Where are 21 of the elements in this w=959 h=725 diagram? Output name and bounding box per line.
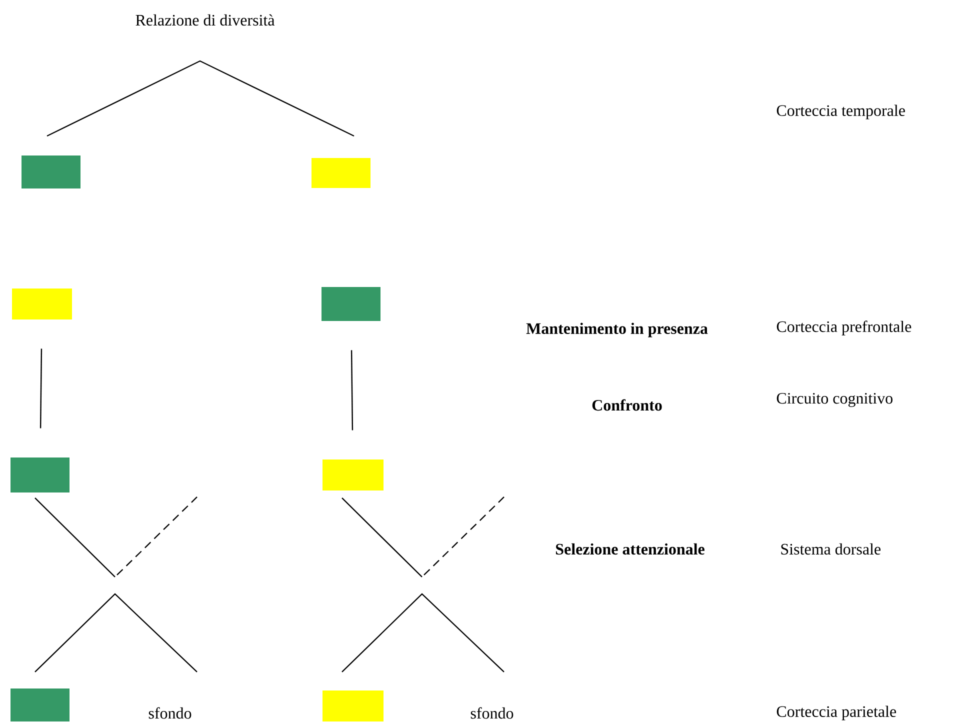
area-label: sfondo — [470, 707, 514, 719]
title-text: Relazione di diversità — [136, 14, 275, 26]
color-block — [10, 688, 70, 722]
color-block — [322, 287, 380, 321]
heading-text: Confronto — [592, 399, 662, 411]
area-label: sfondo — [148, 707, 192, 719]
connector-line — [40, 348, 42, 428]
color-block — [312, 158, 370, 188]
color-block — [322, 459, 384, 490]
color-block — [10, 457, 70, 492]
color-block — [322, 690, 384, 722]
connector-line — [350, 350, 354, 430]
area-label: Sistema dorsale — [781, 543, 881, 555]
area-label: Circuito cognitivo — [776, 392, 892, 407]
color-block — [22, 156, 80, 188]
area-label: Corteccia prefrontale — [776, 320, 912, 336]
heading-text: Selezione attenzionale — [556, 543, 704, 555]
color-block — [12, 288, 72, 320]
area-label: Corteccia parietale — [776, 706, 896, 720]
area-label: Corteccia temporale — [776, 104, 905, 120]
heading-text: Mantenimento in presenza — [526, 322, 708, 338]
